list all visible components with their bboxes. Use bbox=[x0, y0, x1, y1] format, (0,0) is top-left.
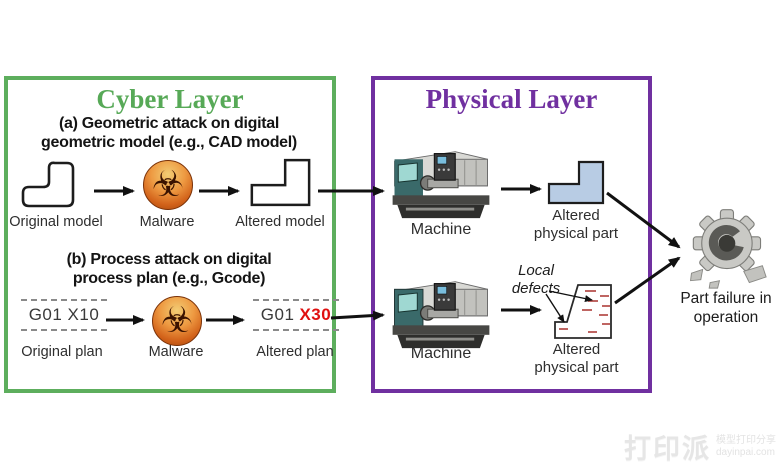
machine-a-label: Machine bbox=[410, 221, 472, 238]
altered-part-a-shape bbox=[547, 160, 605, 205]
dash-divider bbox=[21, 299, 107, 301]
watermark-site: dayinpai.com bbox=[716, 446, 775, 458]
attack-b-heading: (b) Process attack on digital process pl… bbox=[66, 251, 272, 287]
physical-layer-box: Physical Layer bbox=[371, 76, 652, 393]
machine-b-image bbox=[392, 281, 490, 349]
original-model-label: Original model bbox=[9, 214, 103, 230]
dash-divider bbox=[253, 299, 339, 301]
attack-a-heading: (a) Geometric attack on digital geometri… bbox=[41, 115, 297, 151]
malware-a-label: Malware bbox=[139, 214, 195, 230]
watermark-logo: 打印派 bbox=[624, 434, 711, 464]
watermark: 打印派 模型打印分享 dayinpai.com bbox=[624, 427, 776, 466]
malware-a-icon: ☣ bbox=[143, 160, 193, 210]
part-failure-label: Part failure in operation bbox=[680, 290, 772, 326]
cyber-layer-title: Cyber Layer bbox=[96, 84, 244, 114]
biohazard-icon: ☣ bbox=[151, 163, 185, 204]
malware-b-icon: ☣ bbox=[152, 296, 202, 346]
altered-model-label: Altered model bbox=[235, 214, 325, 230]
altered-part-b-label: Altered physical part bbox=[534, 341, 619, 376]
altered-part-a-label: Altered physical part bbox=[533, 207, 619, 242]
watermark-tagline: 模型打印分享 bbox=[716, 434, 776, 446]
malware-b-label: Malware bbox=[148, 344, 204, 360]
dash-divider bbox=[253, 329, 339, 331]
physical-layer-title: Physical Layer bbox=[425, 84, 598, 114]
altered-model-shape bbox=[250, 158, 311, 207]
dash-divider bbox=[21, 329, 107, 331]
original-plan-label: Original plan bbox=[21, 344, 103, 360]
local-defects-note: Local defects bbox=[511, 262, 561, 297]
biohazard-icon: ☣ bbox=[160, 299, 194, 340]
original-plan-code: G01 X10 bbox=[14, 299, 114, 331]
original-model-shape bbox=[21, 161, 75, 208]
machine-b-label: Machine bbox=[410, 345, 472, 362]
altered-part-b-shape bbox=[554, 284, 612, 339]
altered-code-value: X30 bbox=[299, 305, 332, 324]
altered-plan-label: Altered plan bbox=[256, 344, 334, 360]
broken-gear-image bbox=[689, 209, 767, 289]
machine-a-image bbox=[392, 151, 490, 219]
